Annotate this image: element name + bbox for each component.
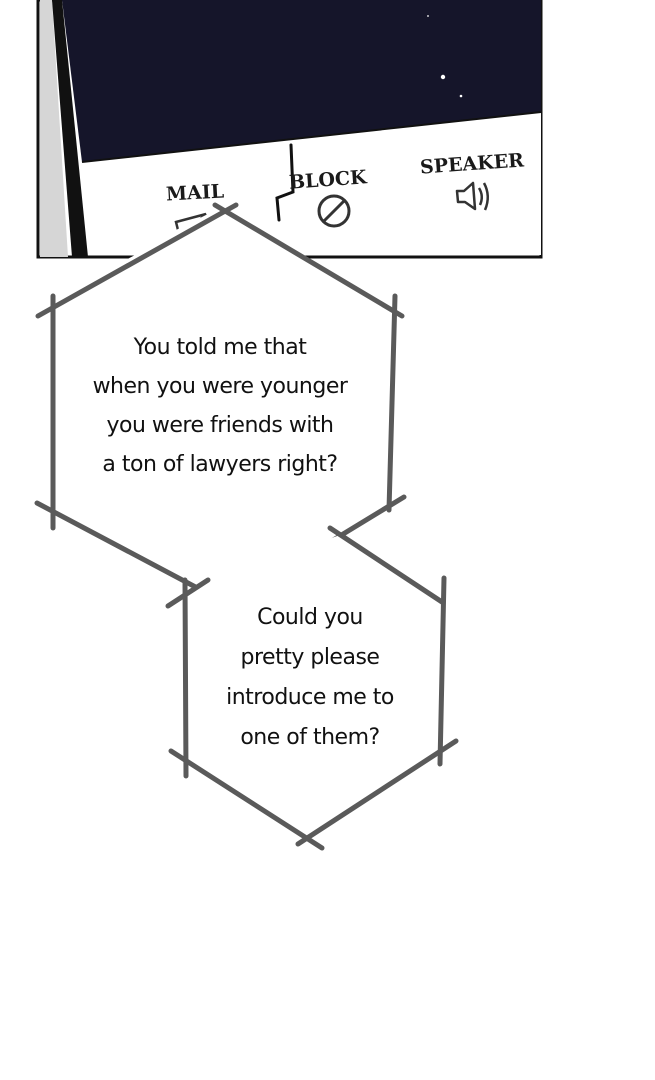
- bubble-2-line: pretty please: [240, 645, 380, 670]
- bubble-2-line: Could you: [257, 605, 363, 630]
- phone-screen: [62, 0, 541, 162]
- bubble-1-line: when you were younger: [92, 374, 348, 399]
- bubble-2-line: one of them?: [240, 725, 380, 750]
- star: [440, 74, 446, 80]
- bubble-2-line: introduce me to: [226, 685, 394, 710]
- star: [427, 15, 429, 17]
- bubble-1-text: You told me that when you were younger y…: [60, 328, 380, 484]
- bubble-1-line: a ton of lawyers right?: [102, 452, 338, 477]
- bubble-2-text: Could you pretty please introduce me to …: [190, 598, 430, 758]
- block-icon: [317, 194, 351, 228]
- mail-button-label: MAIL: [165, 180, 225, 206]
- bubble-1-line: you were friends with: [106, 413, 334, 438]
- bubble-1-line: You told me that: [133, 335, 307, 360]
- star: [459, 94, 463, 98]
- speaker-icon: [455, 181, 489, 211]
- squiggle-mark: [275, 143, 295, 222]
- phone-panel: [36, 0, 543, 259]
- speech-bubble-2: [165, 525, 459, 851]
- speech-bubble-1: [34, 202, 407, 603]
- phone-button-bar: [82, 112, 541, 255]
